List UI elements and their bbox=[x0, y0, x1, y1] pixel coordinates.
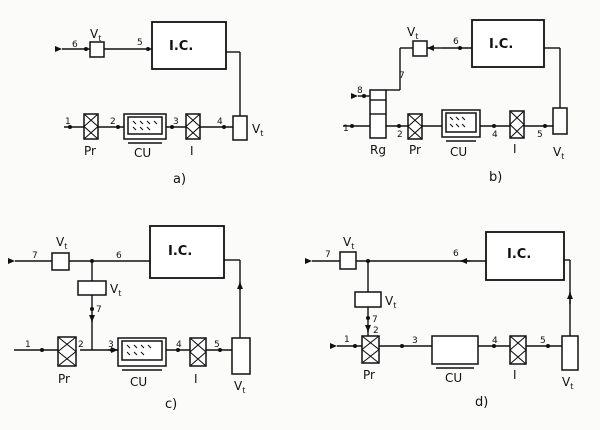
num-b-1: 1 bbox=[343, 124, 349, 134]
num-c-4: 4 bbox=[176, 340, 182, 350]
pr-box-b bbox=[407, 113, 423, 140]
pr-box-c bbox=[57, 336, 77, 367]
cu-inner-a bbox=[127, 116, 163, 135]
panel-a: 6 Vt 5 I.C. 1 2 3 4 Vt Pr CU I a) bbox=[55, 21, 263, 187]
num-d-7-branch: 7 bbox=[372, 315, 378, 325]
label-i-d: I bbox=[513, 368, 517, 382]
cu-inner-b bbox=[445, 112, 477, 133]
num-b-4: 4 bbox=[492, 130, 498, 140]
num-b-5: 5 bbox=[537, 130, 543, 140]
i-box-a bbox=[185, 113, 201, 140]
num-a-4: 4 bbox=[217, 117, 223, 127]
panel-c: 7 Vt 6 I.C. Vt 7 1 2 3 4 5 Pr CU I Vt c) bbox=[8, 225, 251, 412]
num-d-1: 1 bbox=[344, 335, 350, 345]
cu-inner-c bbox=[121, 340, 163, 361]
caption-b: b) bbox=[489, 170, 502, 185]
caption-c: c) bbox=[165, 397, 177, 412]
vt-box-c-top bbox=[51, 252, 70, 271]
label-ic-c: I.C. bbox=[168, 244, 192, 259]
label-cu-c: CU bbox=[130, 375, 147, 389]
num-c-1: 1 bbox=[25, 340, 31, 350]
label-pr-c: Pr bbox=[58, 372, 70, 386]
num-a-5: 5 bbox=[137, 38, 143, 48]
ic-box-c bbox=[149, 225, 225, 279]
vt-box-d-bottom bbox=[561, 335, 579, 371]
label-ic-d: I.C. bbox=[507, 247, 531, 262]
ic-box-b bbox=[471, 19, 545, 68]
num-d-3: 3 bbox=[412, 336, 418, 346]
vt-box-d-branch bbox=[354, 291, 382, 308]
label-rg-b: Rg bbox=[370, 143, 386, 157]
panel-b: Vt 6 I.C. 7 8 1 2 4 5 Rg Pr CU I Vt b) bbox=[343, 19, 568, 185]
vt-box-b-bottom bbox=[552, 107, 568, 135]
num-a-2: 2 bbox=[110, 117, 116, 127]
label-vt-b-top: Vt bbox=[407, 25, 418, 41]
label-pr-b: Pr bbox=[409, 143, 421, 157]
label-vt-d-bottom: Vt bbox=[562, 375, 573, 391]
vt-box-a-top bbox=[89, 41, 105, 58]
label-pr-a: Pr bbox=[84, 144, 96, 158]
caption-a: a) bbox=[173, 172, 186, 187]
label-vt-c-top: Vt bbox=[56, 235, 67, 251]
panel-d: 7 Vt 6 I.C. Vt 7 1 2 3 4 5 Pr CU I Vt d) bbox=[305, 231, 579, 410]
label-i-a: I bbox=[190, 144, 194, 158]
pr-box-d bbox=[361, 335, 380, 364]
label-cu-a: CU bbox=[134, 146, 151, 160]
i-box-b bbox=[509, 110, 525, 139]
num-c-3: 3 bbox=[108, 340, 114, 350]
label-vt-c-branch: Vt bbox=[110, 282, 121, 298]
pr-box-a bbox=[83, 113, 99, 140]
i-box-c bbox=[189, 337, 207, 367]
num-c-7-top: 7 bbox=[32, 251, 38, 261]
num-b-2: 2 bbox=[397, 130, 403, 140]
label-vt-c-bottom: Vt bbox=[234, 379, 245, 395]
label-i-c: I bbox=[194, 372, 198, 386]
label-cu-b: CU bbox=[450, 145, 467, 159]
num-d-7-top: 7 bbox=[325, 250, 331, 260]
label-vt-a-top: Vt bbox=[90, 27, 101, 43]
num-c-7-branch: 7 bbox=[96, 305, 102, 315]
num-b-7: 7 bbox=[399, 71, 405, 81]
vt-box-c-bottom bbox=[231, 337, 251, 375]
ic-box-d bbox=[485, 231, 565, 281]
vt-box-b-top bbox=[412, 40, 428, 57]
cu-box-d bbox=[431, 335, 479, 365]
num-a-3: 3 bbox=[173, 117, 179, 127]
label-ic-a: I.C. bbox=[169, 39, 193, 54]
vt-box-c-branch bbox=[77, 280, 107, 296]
num-b-6: 6 bbox=[453, 37, 459, 47]
label-vt-b-bottom: Vt bbox=[553, 145, 564, 161]
num-d-6: 6 bbox=[453, 249, 459, 259]
vt-box-a-bottom bbox=[232, 115, 248, 141]
ic-box-a bbox=[151, 21, 227, 70]
label-vt-d-branch: Vt bbox=[385, 294, 396, 310]
num-d-5: 5 bbox=[540, 336, 546, 346]
label-pr-d: Pr bbox=[363, 368, 375, 382]
vt-box-d-top bbox=[339, 251, 357, 270]
i-box-d bbox=[509, 335, 527, 365]
num-c-6: 6 bbox=[116, 251, 122, 261]
label-i-b: I bbox=[513, 142, 517, 156]
label-cu-d: CU bbox=[445, 371, 462, 385]
num-c-2: 2 bbox=[78, 340, 84, 350]
num-a-1: 1 bbox=[65, 117, 71, 127]
label-ic-b: I.C. bbox=[489, 37, 513, 52]
label-vt-a-bottom: Vt bbox=[252, 122, 263, 138]
caption-d: d) bbox=[475, 395, 488, 410]
num-a-6: 6 bbox=[72, 40, 78, 50]
num-b-8: 8 bbox=[357, 86, 363, 96]
label-vt-d-top: Vt bbox=[343, 235, 354, 251]
num-d-2: 2 bbox=[373, 326, 379, 336]
num-c-5: 5 bbox=[214, 340, 220, 350]
num-d-4: 4 bbox=[492, 336, 498, 346]
